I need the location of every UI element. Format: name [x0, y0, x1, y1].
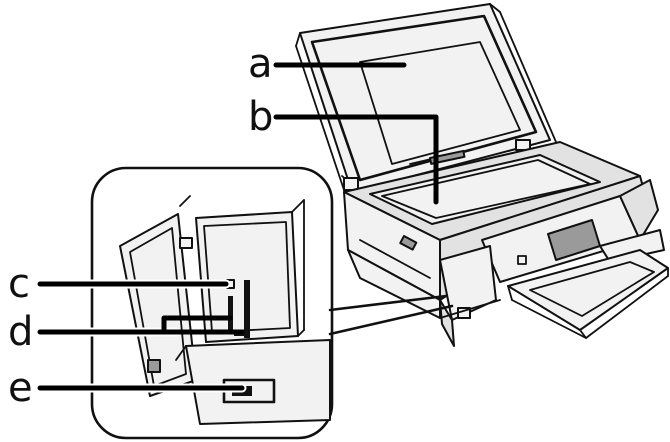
callout-c: c	[8, 261, 30, 307]
pointer-d	[37, 315, 233, 335]
memory-card-door	[439, 245, 501, 347]
callout-labels: a b c d e	[8, 41, 273, 411]
inset-frame	[90, 166, 334, 440]
pointer-lines	[35, 62, 439, 393]
printer-body	[343, 175, 665, 319]
callout-b: b	[248, 94, 273, 140]
zoom-inset	[90, 166, 454, 440]
pointer-b	[273, 114, 439, 205]
callout-e: e	[8, 365, 33, 411]
printer-illustration	[295, 3, 669, 347]
output-tray	[507, 249, 669, 339]
zoom-connector-upper	[328, 294, 448, 312]
inset-detail	[119, 195, 331, 425]
callout-a: a	[248, 41, 273, 87]
zoom-connector-lower	[328, 304, 454, 336]
callout-d: d	[8, 309, 33, 355]
